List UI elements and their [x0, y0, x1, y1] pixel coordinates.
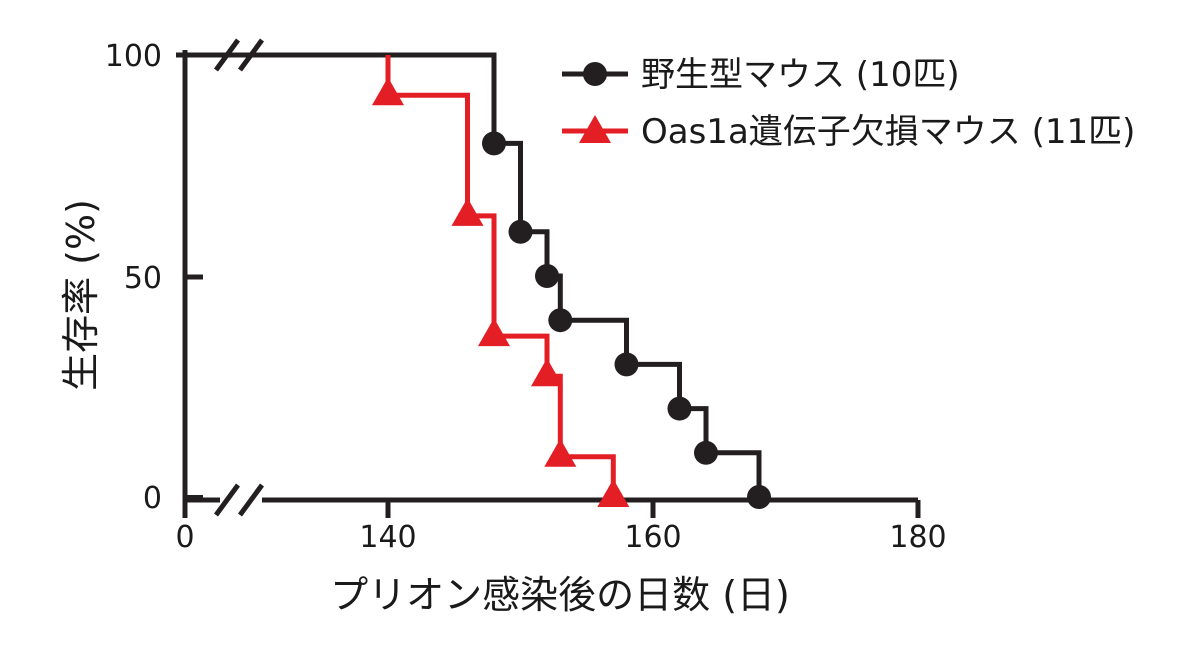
data-point-wild-type-5 — [667, 396, 692, 421]
legend: 野生型マウス (10匹) Oas1a遺伝子欠損マウス (11匹) — [562, 55, 1135, 152]
axis-break-marks — [213, 38, 265, 517]
y-tick-labels: 0 50 100 — [105, 39, 162, 516]
data-point-wild-type-4 — [614, 352, 639, 377]
data-point-wild-type-0 — [482, 131, 506, 156]
x-axis-title: プリオン感染後の日数 (日) — [330, 573, 790, 617]
data-point-wild-type-2 — [535, 264, 559, 288]
x-tick-label-140: 140 — [359, 520, 416, 555]
x-tick-labels: 0 140 160 180 — [175, 520, 946, 555]
data-point-oas1a-knockout-0 — [372, 77, 404, 106]
y-tick-label-100: 100 — [105, 39, 162, 74]
series-line-oas1a-knockout — [385, 55, 616, 497]
legend-entry-wild-type: 野生型マウス (10匹) — [562, 55, 960, 95]
legend-marker-oas1a-knockout-triangle — [579, 115, 611, 143]
y-axis-title: 生存率 (%) — [59, 199, 103, 391]
data-point-oas1a-knockout-4 — [544, 438, 577, 467]
y-tick-label-50: 50 — [124, 261, 162, 296]
legend-marker-wild-type-circle — [583, 62, 607, 86]
data-point-wild-type-7 — [747, 485, 771, 509]
x-ticks — [182, 500, 921, 518]
data-point-oas1a-knockout-2 — [478, 318, 510, 347]
x-tick-label-180: 180 — [889, 520, 946, 555]
data-point-oas1a-knockout-1 — [451, 197, 484, 226]
data-point-wild-type-3 — [548, 308, 573, 333]
data-point-oas1a-knockout-3 — [531, 358, 563, 387]
data-point-wild-type-6 — [694, 440, 718, 465]
legend-label-oas1a-knockout: Oas1a遺伝子欠損マウス (11匹) — [641, 112, 1135, 152]
series-layer — [176, 52, 771, 509]
data-point-oas1a-knockout-5 — [597, 479, 630, 507]
x-tick-label-0: 0 — [175, 520, 194, 555]
axis-break-slash-bottom-2 — [237, 483, 265, 517]
data-point-wild-type-1 — [508, 219, 533, 244]
legend-label-wild-type: 野生型マウス (10匹) — [641, 55, 960, 95]
legend-entry-oas1a-knockout: Oas1a遺伝子欠損マウス (11匹) — [562, 112, 1135, 152]
x-tick-label-160: 160 — [624, 520, 681, 555]
y-tick-label-0: 0 — [143, 481, 162, 516]
y-ticks — [185, 52, 203, 500]
axis-break-slash-bottom-1 — [213, 483, 241, 517]
